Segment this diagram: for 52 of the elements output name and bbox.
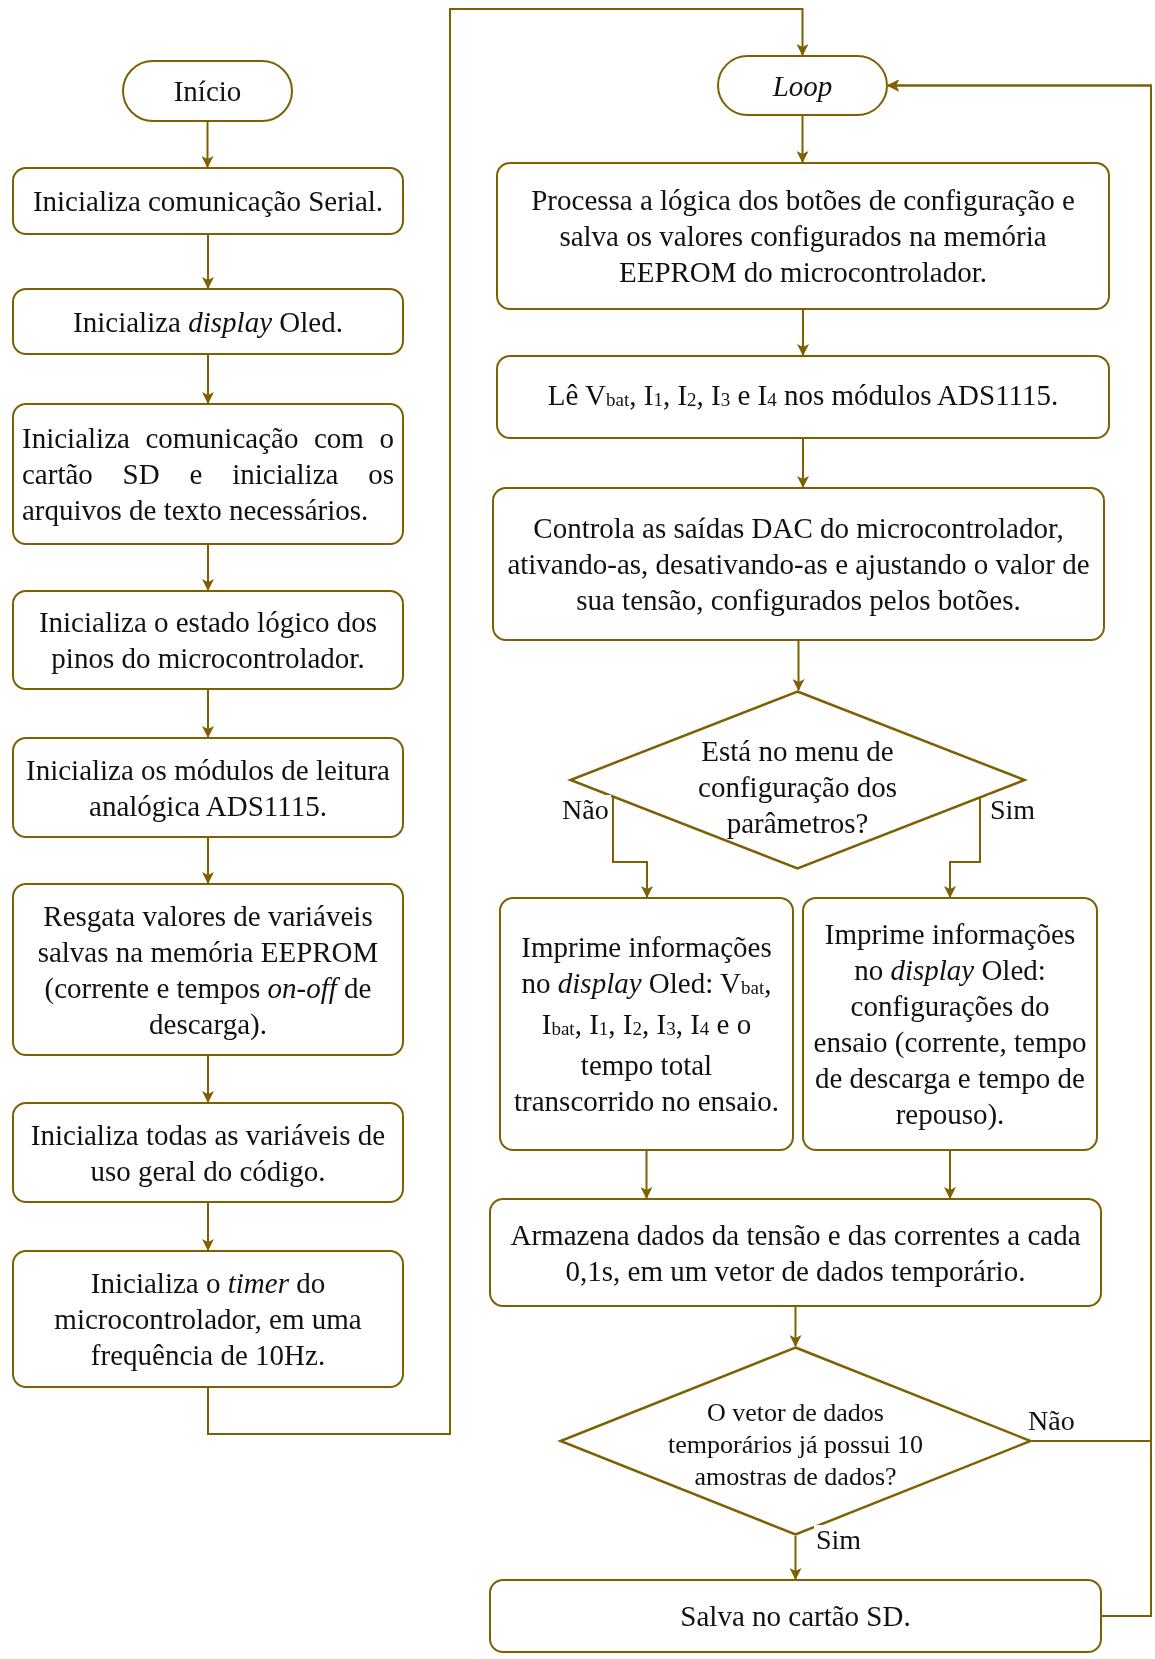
arrow [207,8,809,1435]
arrow [202,689,214,738]
process-text: Resgata valores de variáveis salvas na memória EEPROM (corrente e tempos on-off de descarga). [36,898,380,1042]
terminal-text: Início [172,74,243,109]
process-box [492,487,1105,641]
terminal-box [717,55,888,116]
process-text: Processa a lógica dos botões de configuração e salva os valores configurados na memória EEPROM do microcontrolador. [530,183,1076,290]
process-text: Armazena dados da tensão e das correntes a cada 0,1s, em um vetor de dados temporário. [509,1217,1082,1289]
process-box [802,897,1098,1151]
process-text: Controla as saídas DAC do microcontrolador, ativando-as, desativando-as e ajustando o valor de sua tensão, configurados pelos botões. [506,511,1091,618]
arrow [797,438,809,488]
arrow [796,115,809,163]
decision-text: Está no menu de configuração dos parâmetros? [697,734,898,841]
process-box [12,167,404,235]
arrow [202,544,214,591]
process-box [489,1198,1102,1307]
process-box [496,355,1110,439]
process-box [489,1579,1102,1653]
process-box [12,737,404,838]
process-text: Inicializa todas as variáveis de uso geral do código. [29,1117,387,1189]
arrow [202,1202,214,1251]
process-text: Inicializa os módulos de leitura analógica ADS1115. [25,752,391,824]
process-box [12,590,404,690]
process-box [499,897,794,1151]
terminal-text: Loop [771,68,834,104]
arrow [202,837,214,884]
arrow [202,1055,214,1103]
process-text: Inicializa o estado lógico dos pinos do microcontrolador. [37,605,379,676]
arrow [640,1150,653,1199]
arrow [789,1306,802,1347]
process-text: Inicializa comunicação com o cartão SD e inicializa os arquivos de texto necessários. [21,421,395,528]
process-box [12,403,404,545]
process-box [496,162,1110,310]
arrow [944,1150,956,1199]
process-text: Inicializa display Oled. [72,304,344,340]
arrow [612,796,653,898]
arrow [944,796,981,898]
process-box [12,288,404,355]
process-text: Inicializa comunicação Serial. [31,184,385,219]
decision-text: O vetor de dados temporários já possui 10 amostras de dados? [667,1397,924,1493]
arrow [789,1535,802,1580]
process-text: Inicializa o timer do microcontrolador, em uma frequência de 10Hz. [53,1266,363,1373]
arrow [792,640,805,691]
arrow [797,309,809,356]
process-text: Salva no cartão SD. [679,1599,912,1634]
arrow [202,234,214,289]
process-box [12,1102,404,1203]
process-box [12,1250,404,1388]
arrow [202,354,214,404]
process-text: Imprime informações no display Oled: configurações do ensaio (corrente, tempo de descarga e tempo de repouso). [812,917,1088,1132]
process-box [12,883,404,1056]
arrow [201,121,214,168]
